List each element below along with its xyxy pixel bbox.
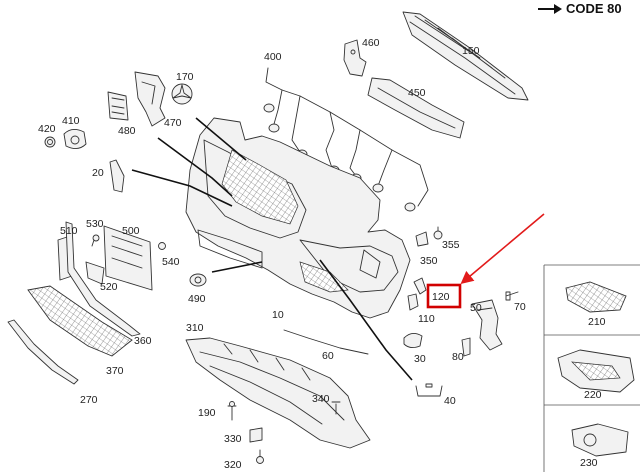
part-540-clip	[158, 242, 166, 250]
label-150: 150	[462, 45, 480, 57]
highlight-box-120	[426, 283, 462, 309]
part-360-lower-grille	[27, 285, 133, 357]
label-50: 50	[470, 302, 482, 314]
leader-lines	[131, 117, 413, 381]
part-530-screw	[91, 234, 100, 247]
part-370-lower-trim	[65, 221, 141, 337]
label-10: 10	[272, 309, 284, 321]
label-110: 110	[418, 313, 435, 325]
label-360: 360	[134, 335, 152, 347]
label-190: 190	[198, 407, 216, 419]
label-40: 40	[444, 395, 456, 407]
label-20: 20	[92, 167, 104, 179]
label-460: 460	[362, 37, 380, 49]
part-40-bracket	[415, 383, 443, 397]
label-80: 80	[452, 351, 464, 363]
part-420-sensor-ring	[44, 136, 56, 148]
part-410-parking-sensor	[63, 129, 87, 149]
label-500: 500	[122, 225, 140, 237]
part-50-side-bracket	[471, 299, 503, 351]
part-labels: 10 20 30 40 50 60 70 80 110 120 150 170 …	[38, 37, 606, 471]
part-320-screw	[256, 449, 264, 464]
part-450-bracket	[367, 77, 465, 139]
part-10-bumper-cover	[185, 117, 411, 319]
label-210: 210	[588, 316, 606, 328]
part-500-license-plate-bracket	[103, 225, 153, 291]
label-480: 480	[118, 125, 136, 137]
inset-panel	[543, 264, 640, 472]
part-355-clip	[433, 226, 443, 240]
highlight-arrow	[460, 213, 545, 285]
label-510: 510	[60, 225, 78, 237]
label-490: 490	[188, 293, 206, 305]
code-header: CODE 80	[538, 1, 622, 16]
part-210-grille-insert	[565, 281, 627, 313]
label-355: 355	[442, 239, 460, 251]
label-400: 400	[264, 51, 282, 63]
part-270-chrome-strip	[7, 319, 79, 385]
label-350: 350	[420, 255, 438, 267]
part-120-clip	[413, 277, 427, 295]
part-480-sensor-holder	[107, 91, 129, 121]
label-230: 230	[580, 457, 598, 469]
label-370: 370	[106, 365, 124, 377]
right-arrow-icon	[538, 4, 562, 14]
label-540: 540	[162, 256, 180, 268]
part-470-bracket	[134, 71, 166, 127]
part-520-holder	[85, 261, 105, 285]
part-110-clip	[407, 293, 419, 311]
part-150-grille-strip	[402, 11, 529, 101]
part-70-bolt	[505, 291, 519, 301]
label-30: 30	[414, 353, 426, 365]
part-80-clip	[461, 337, 471, 357]
label-310: 310	[186, 322, 204, 334]
label-420: 420	[38, 123, 56, 135]
label-220: 220	[584, 389, 602, 401]
label-270: 270	[80, 394, 98, 406]
part-490-sensor	[189, 273, 207, 287]
label-410: 410	[62, 115, 80, 127]
code-label: CODE 80	[566, 1, 622, 16]
label-60: 60	[322, 350, 334, 362]
part-190-bolt	[227, 401, 237, 421]
part-170-star-emblem	[171, 83, 193, 105]
part-340-screw	[331, 401, 341, 415]
label-170: 170	[176, 71, 194, 83]
label-450: 450	[408, 87, 426, 99]
part-460-bracket	[343, 39, 367, 77]
label-530: 530	[86, 218, 104, 230]
label-340: 340	[312, 393, 330, 405]
part-350-clip	[415, 231, 429, 247]
part-230-fog-cover	[571, 423, 629, 457]
label-320: 320	[224, 459, 242, 471]
label-70: 70	[514, 301, 526, 313]
part-220-fog-surround	[557, 349, 635, 393]
label-330: 330	[224, 433, 242, 445]
label-470: 470	[164, 117, 182, 129]
part-330-clip	[249, 427, 263, 443]
label-520: 520	[100, 281, 118, 293]
part-60-trim-strip	[283, 329, 369, 355]
part-310-underbody-panel	[185, 337, 371, 449]
part-20-bracket	[109, 159, 125, 193]
label-120: 120	[432, 291, 450, 303]
part-30-cover-cap	[403, 333, 423, 349]
